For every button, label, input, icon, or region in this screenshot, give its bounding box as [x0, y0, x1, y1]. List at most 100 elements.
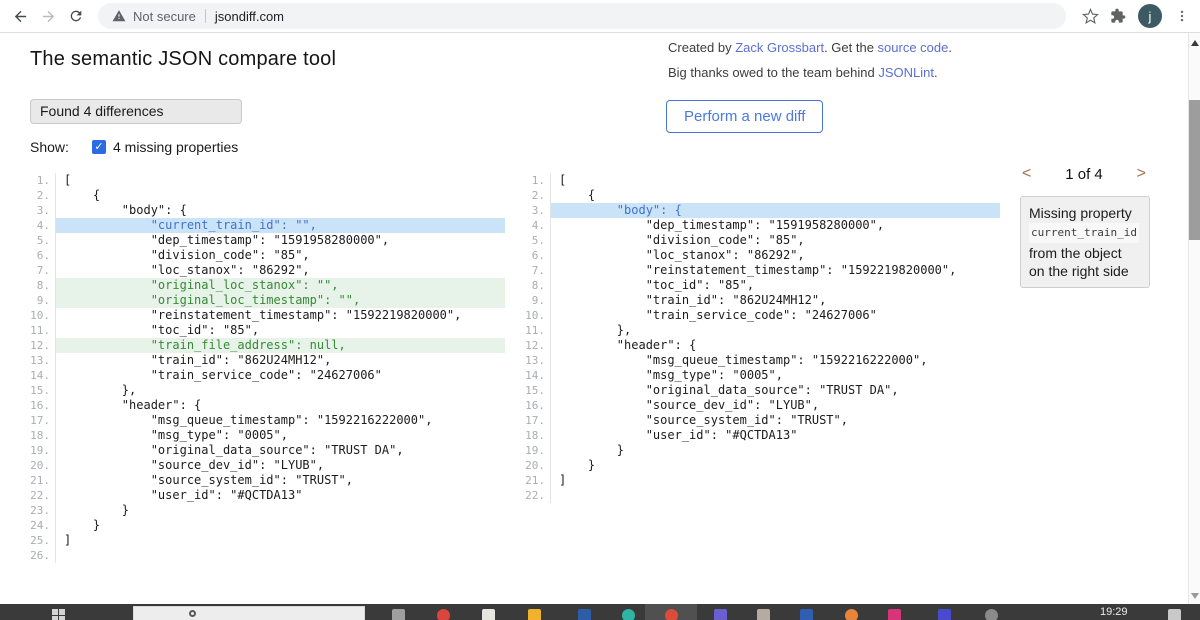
line-number: 15. — [30, 383, 56, 398]
line-number: 8. — [30, 278, 56, 293]
line-number: 21. — [525, 473, 551, 488]
code-line: 3. "body": { — [30, 203, 505, 218]
next-diff-button[interactable]: > — [1136, 165, 1146, 182]
code-text: "toc_id": "85", — [64, 323, 260, 337]
taskbar-icon-orange-circle[interactable] — [845, 609, 858, 620]
credits: Created by Zack Grossbart. Get the sourc… — [668, 40, 952, 90]
code-line: 2. { — [30, 188, 505, 203]
profile-avatar[interactable]: j — [1138, 4, 1162, 28]
missing-properties-checkbox[interactable]: ✓ — [92, 140, 106, 154]
taskbar-icon-chrome[interactable] — [665, 609, 678, 620]
line-number: 1. — [525, 173, 551, 188]
code-text: { — [64, 188, 101, 202]
code-line: 9. "train_id": "862U24MH12", — [525, 293, 1000, 308]
code-line: 13. "msg_queue_timestamp": "159221622200… — [525, 353, 1000, 368]
not-secure-icon — [112, 10, 126, 22]
taskbar-icon-grey-app[interactable] — [392, 609, 405, 620]
taskbar-icon-red-badge[interactable] — [437, 609, 450, 620]
code-line: 26. — [30, 548, 505, 563]
extensions-button[interactable] — [1104, 2, 1132, 30]
source-code-link[interactable]: source code — [877, 40, 949, 55]
code-text: } — [64, 518, 101, 532]
code-line: 14. "msg_type": "0005", — [525, 368, 1000, 383]
line-number: 19. — [30, 443, 56, 458]
line-number: 18. — [30, 428, 56, 443]
taskbar-icon-word[interactable] — [800, 609, 813, 620]
code-line: 1.[ — [525, 173, 1000, 188]
code-text — [551, 488, 1000, 503]
star-icon — [1081, 7, 1099, 24]
diff-info-text: Missing property — [1029, 205, 1132, 221]
code-line: 5. "dep_timestamp": "1591958280000", — [30, 233, 505, 248]
taskbar-icon-folder-grey[interactable] — [757, 609, 770, 620]
line-number: 16. — [525, 398, 551, 413]
address-divider — [204, 9, 206, 23]
browser-menu-button[interactable] — [1168, 2, 1196, 30]
prev-diff-button[interactable]: < — [1022, 165, 1032, 182]
code-text: "user_id": "#QCTDA13" — [559, 428, 798, 442]
line-number: 22. — [30, 488, 56, 503]
taskbar-icon-notepad[interactable] — [482, 609, 495, 620]
reload-icon — [70, 10, 82, 22]
code-line: 12. "train_file_address": null, — [30, 338, 505, 353]
code-text: "body": { — [64, 203, 187, 217]
code-line: 16. "header": { — [30, 398, 505, 413]
code-text: "msg_queue_timestamp": "1592216222000", — [64, 413, 433, 427]
taskbar-icon-indigo-app[interactable] — [938, 609, 951, 620]
scrollbar-down-arrow[interactable] — [1189, 588, 1200, 603]
code-text: "dep_timestamp": "1591958280000", — [559, 218, 885, 232]
new-diff-button[interactable]: Perform a new diff — [666, 100, 824, 133]
code-line: 19. } — [525, 443, 1000, 458]
diff-highlight-line[interactable]: "train_file_address": null, — [56, 338, 505, 353]
scrollbar-up-arrow[interactable] — [1189, 35, 1200, 50]
taskbar-icon-folder-yellow[interactable] — [528, 609, 541, 620]
page-scrollbar[interactable] — [1188, 33, 1200, 604]
taskbar-icon-teal-circle[interactable] — [622, 609, 635, 620]
diff-highlight-line[interactable]: "current_train_id": "", — [56, 218, 505, 233]
code-text: "toc_id": "85", — [559, 278, 755, 292]
forward-button[interactable] — [34, 2, 62, 30]
diff-highlight-line[interactable]: "original_loc_timestamp": "", — [56, 293, 505, 308]
taskbar-icon-pink-app[interactable] — [888, 609, 901, 620]
line-number: 5. — [525, 233, 551, 248]
code-text: "msg_queue_timestamp": "1592216222000", — [559, 353, 928, 367]
jsonlint-link[interactable]: JSONLint — [878, 65, 934, 80]
taskbar-icon-purple-app[interactable] — [714, 609, 727, 620]
line-number: 20. — [525, 458, 551, 473]
line-number: 11. — [525, 323, 551, 338]
author-link[interactable]: Zack Grossbart — [735, 40, 825, 55]
address-bar[interactable]: Not secure jsondiff.com — [98, 3, 1066, 29]
down-triangle-icon — [1190, 592, 1199, 599]
taskbar-icon-file-explorer[interactable] — [1168, 609, 1181, 620]
code-text: "loc_stanox": "86292", — [559, 248, 805, 262]
code-text: "train_service_code": "24627006" — [559, 308, 877, 322]
code-line: 23. } — [30, 503, 505, 518]
bookmark-star-icon[interactable] — [1076, 2, 1104, 30]
line-number: 10. — [525, 308, 551, 323]
taskbar-clock[interactable]: 19:29 — [1100, 606, 1128, 618]
windows-taskbar: 19:29 — [0, 604, 1200, 620]
taskbar-search-box[interactable] — [133, 606, 365, 620]
code-line: 4. "current_train_id": "", — [30, 218, 505, 233]
back-button[interactable] — [6, 2, 34, 30]
credit-text: Created by — [668, 40, 736, 55]
code-text: [ — [64, 173, 72, 187]
code-line: 11. }, — [525, 323, 1000, 338]
scrollbar-thumb[interactable] — [1189, 100, 1200, 240]
line-number: 13. — [30, 353, 56, 368]
reload-button[interactable] — [62, 2, 90, 30]
line-number: 9. — [525, 293, 551, 308]
code-line: 19. "original_data_source": "TRUST DA", — [30, 443, 505, 458]
code-line: 17. "msg_queue_timestamp": "159221622200… — [30, 413, 505, 428]
code-text — [56, 548, 505, 563]
show-label: Show: — [30, 139, 69, 155]
line-number: 13. — [525, 353, 551, 368]
code-line: 15. "original_data_source": "TRUST DA", — [525, 383, 1000, 398]
diff-highlight-line[interactable]: "original_loc_stanox": "", — [56, 278, 505, 293]
diff-highlight-line[interactable]: "body": { — [551, 203, 1000, 218]
code-text: "original_data_source": "TRUST DA", — [64, 443, 404, 457]
start-button[interactable] — [52, 609, 65, 620]
taskbar-icon-blue-app[interactable] — [578, 609, 591, 620]
taskbar-icon-small-grey[interactable] — [985, 609, 998, 620]
code-line: 14. "train_service_code": "24627006" — [30, 368, 505, 383]
